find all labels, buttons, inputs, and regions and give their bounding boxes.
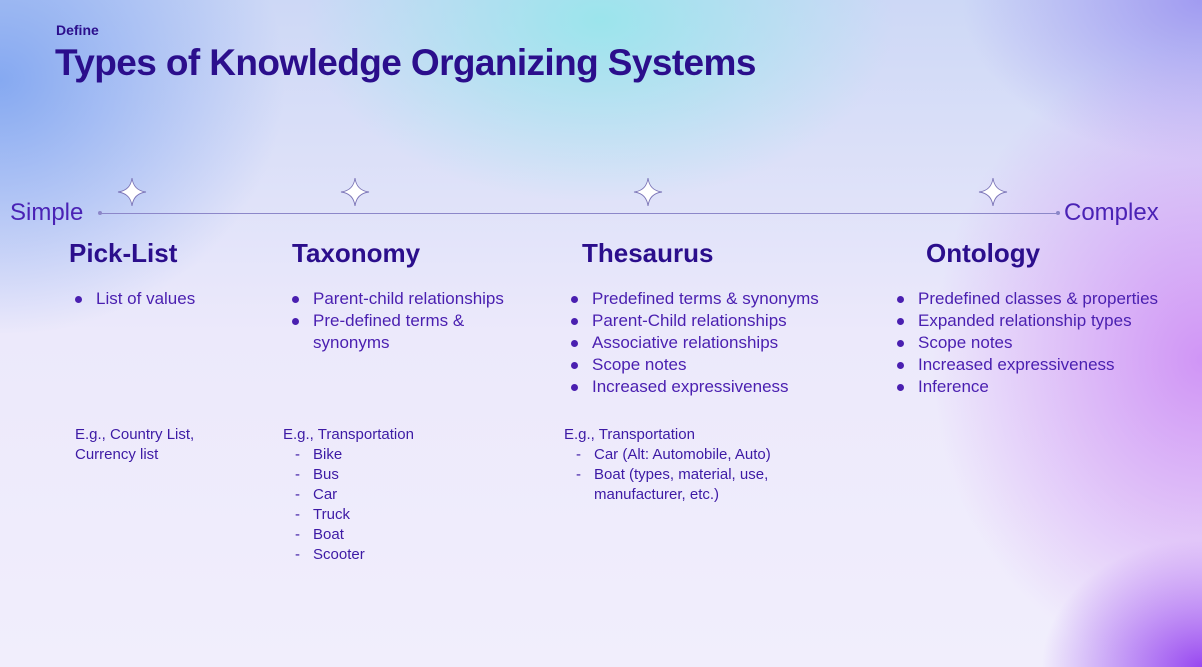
sparkle-star-icon [340, 177, 370, 207]
column-title: Taxonomy [292, 238, 421, 268]
feature-item: List of values [75, 288, 275, 310]
feature-item: Pre-defined terms & synonyms [292, 310, 512, 354]
example-block: E.g., TransportationCar (Alt: Automobile… [564, 425, 814, 505]
feature-item: Predefined classes & properties [897, 288, 1197, 310]
example-item: Bus [283, 465, 483, 485]
feature-item: Increased expressiveness [897, 354, 1197, 376]
feature-item: Increased expressiveness [571, 376, 841, 398]
feature-item: Inference [897, 376, 1197, 398]
sparkle-star-icon [978, 177, 1008, 207]
example-item: Car (Alt: Automobile, Auto) [564, 445, 814, 465]
feature-list: List of values [75, 288, 275, 310]
example-block: E.g., Country List, Currency list [75, 425, 275, 465]
example-text: E.g., Transportation [283, 426, 414, 443]
feature-item: Predefined terms & synonyms [571, 288, 841, 310]
page-title: Types of Knowledge Organizing Systems [55, 42, 756, 83]
example-text: E.g., Country List, [75, 426, 195, 443]
example-item: Car [283, 485, 483, 505]
axis-end-dot [1056, 211, 1060, 215]
feature-item: Scope notes [571, 354, 841, 376]
column-title: Ontology [926, 238, 1041, 268]
example-item: Bike [283, 445, 483, 465]
example-item: Boat [283, 525, 483, 545]
example-text: E.g., Transportation [564, 426, 695, 443]
example-item: Scooter [283, 545, 483, 565]
feature-item: Parent-Child relationships [571, 310, 841, 332]
complexity-axis [100, 213, 1058, 214]
example-item: Truck [283, 505, 483, 525]
axis-start-dot [98, 211, 102, 215]
column-title: Pick-List [69, 238, 178, 268]
feature-item: Associative relationships [571, 332, 841, 354]
example-item: Boat (types, material, use, manufacturer… [564, 465, 814, 505]
simple-label: Simple [10, 199, 84, 226]
sparkle-star-icon [633, 177, 663, 207]
feature-item: Expanded relationship types [897, 310, 1197, 332]
section-kicker: Define [56, 22, 99, 38]
feature-item: Parent-child relationships [292, 288, 512, 310]
example-text: Currency list [75, 446, 159, 463]
example-block: E.g., TransportationBikeBusCarTruckBoatS… [283, 425, 483, 565]
complex-label: Complex [1064, 199, 1159, 226]
column-title: Thesaurus [582, 238, 714, 268]
feature-item: Scope notes [897, 332, 1197, 354]
sparkle-star-icon [117, 177, 147, 207]
